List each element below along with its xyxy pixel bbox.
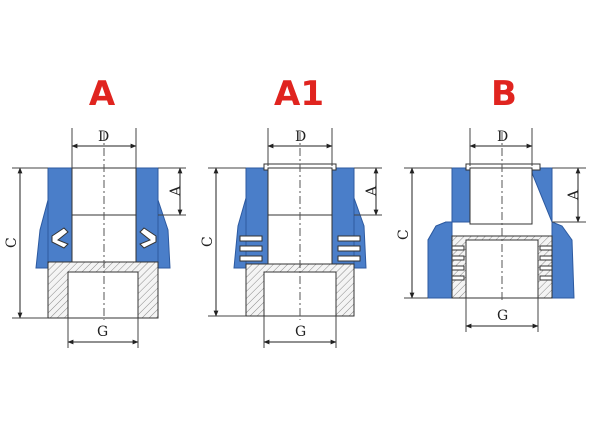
fitting-a1: D A C G (200, 128, 382, 348)
dim-c-a: C (4, 237, 20, 248)
dim-g-b: G (497, 308, 508, 324)
title-b: B (491, 74, 517, 114)
dim-a-b: A (566, 189, 582, 201)
dim-c-b: C (396, 229, 412, 240)
dim-g-a: G (97, 324, 108, 340)
dim-d-a: D (98, 129, 109, 145)
dim-a-a1: A (364, 185, 380, 197)
fitting-b: D A C G (396, 128, 586, 332)
dim-a-a: A (168, 185, 184, 197)
title-a: A (88, 74, 116, 114)
dim-g-a1: G (295, 324, 306, 340)
dim-d-a1: D (295, 129, 306, 145)
dim-d-b: D (497, 129, 508, 145)
fitting-a: D A C G (4, 128, 186, 348)
title-a1: A1 (274, 74, 324, 114)
dim-c-a1: C (200, 236, 216, 247)
